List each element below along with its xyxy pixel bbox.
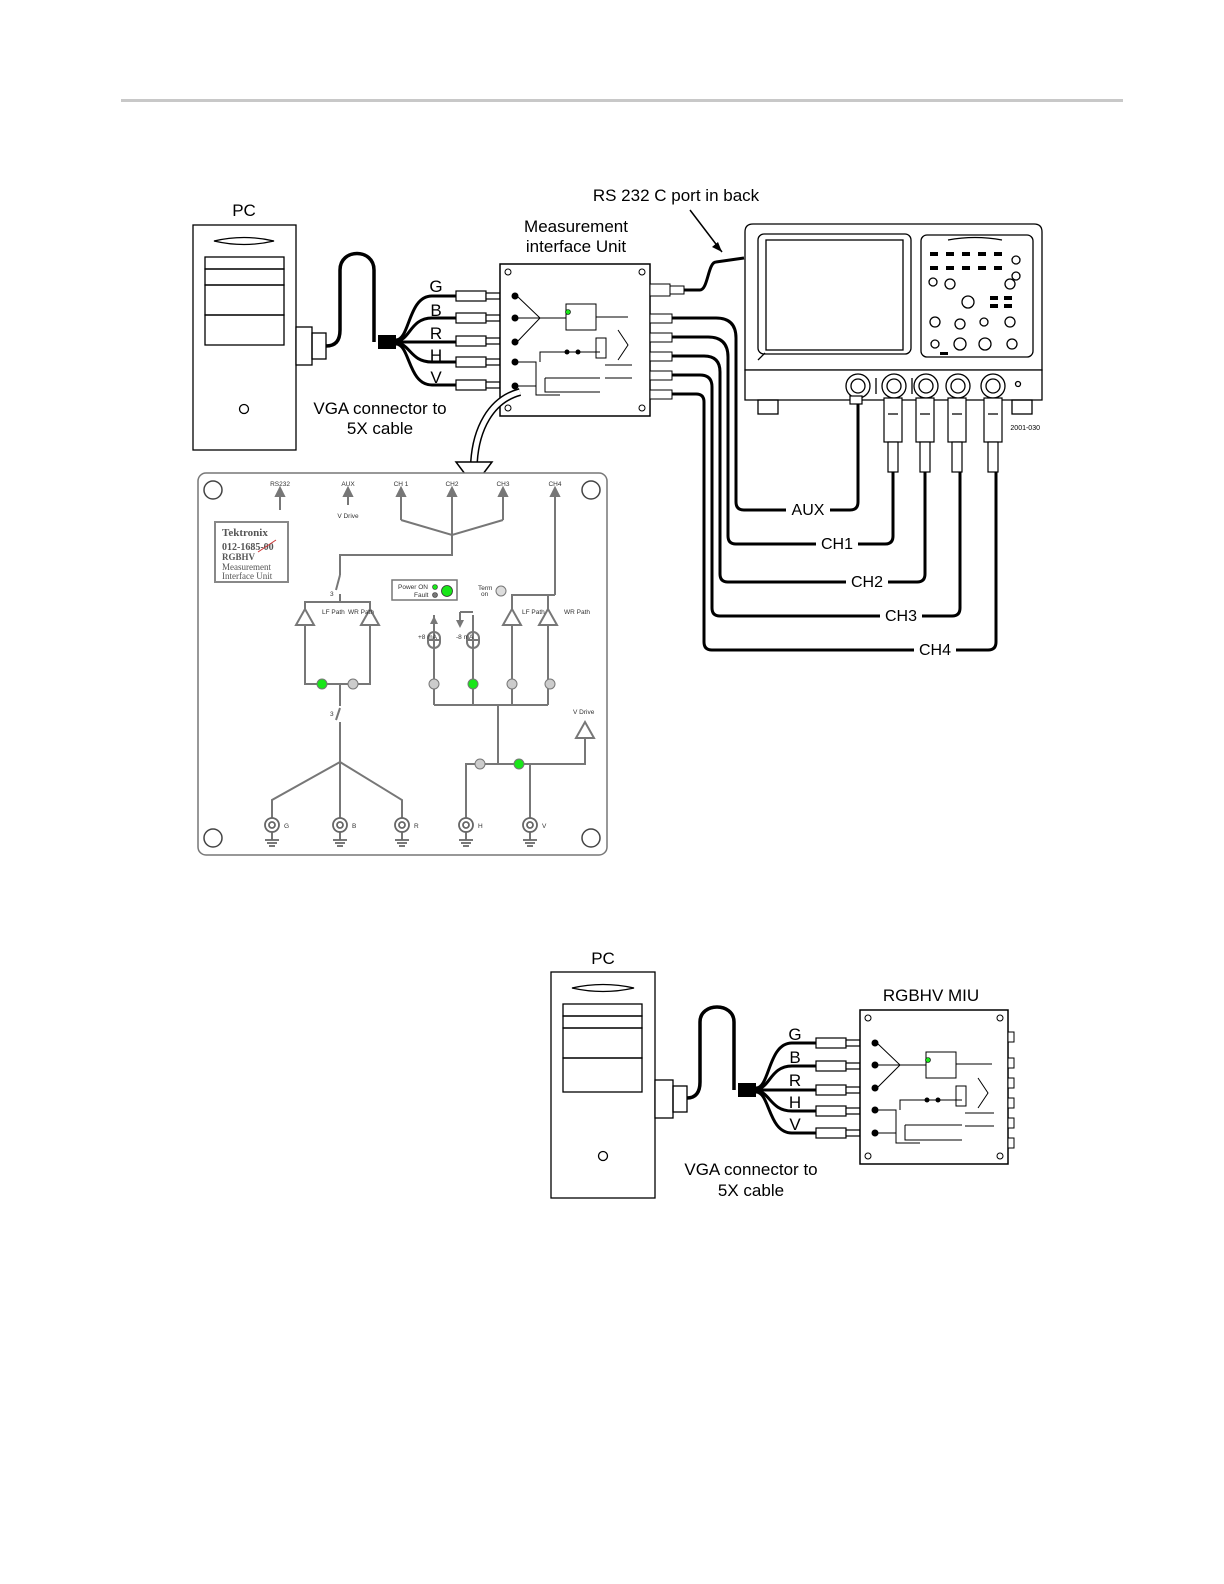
fault-label: Fault [414, 592, 429, 599]
pc-cable-2 [686, 1005, 736, 1100]
rs232-cable [684, 256, 745, 292]
channel-label-ch2: CH2 [851, 574, 883, 591]
connector-label-g: G [284, 823, 289, 830]
port-label-ch1: CH 1 [394, 481, 409, 488]
pc-label: PC [232, 201, 256, 220]
pc-cable [325, 251, 376, 348]
miu-unit [499, 263, 685, 417]
connector-label-h: H [478, 823, 483, 830]
term-label: Term [478, 585, 492, 592]
signal-label-r: R [430, 324, 442, 343]
board-bottom-connectors: G B R H V [284, 823, 547, 830]
channel-labels: AUX CH1 CH2 CH3 CH4 [786, 498, 956, 660]
connector-label-r: R [414, 823, 419, 830]
lf-path-label-left: LF Path [322, 609, 345, 616]
connector-label-b: B [352, 823, 356, 830]
term-sub-label: on [481, 591, 489, 598]
wr-path-label-left: WR Path [348, 609, 374, 616]
v-drive-top-label: V Drive [337, 513, 359, 520]
brand-model: RGBHV [222, 552, 256, 562]
power-on-label: Power ON [398, 584, 428, 591]
port-label-ch4: CH4 [548, 481, 561, 488]
signal-labels: G B R H V [429, 277, 442, 387]
channel-cables [672, 316, 998, 652]
power-indicator: Power ON Fault [391, 579, 458, 601]
channel-label-ch4: CH4 [919, 642, 951, 659]
signal2-label-b: B [789, 1048, 800, 1067]
signal2-label-h: H [789, 1093, 801, 1112]
brand-label: Tektronix 012-1685-00 RGBHV Measurement … [214, 521, 289, 583]
channel-label-ch3: CH3 [885, 608, 917, 625]
channel-label-aux: AUX [792, 502, 825, 519]
board-top-ports: RS232 AUX CH 1 CH2 CH3 CH4 V Drive [270, 481, 562, 520]
rs232-label: RS 232 C port in back [593, 186, 760, 205]
port-label-rs232: RS232 [270, 481, 290, 488]
vga-connector-2 [738, 1083, 756, 1097]
cable-label-line-2: 5X cable [347, 419, 413, 438]
miu-label-line-1: Measurement [524, 217, 628, 236]
signal2-label-g: G [788, 1025, 801, 1044]
wr-path-label-right: WR Path [564, 609, 590, 616]
signal-label-b: B [430, 301, 441, 320]
fanout-cables-2 [755, 1041, 816, 1135]
callout-arrow-body [471, 389, 521, 463]
switch-mark-lower: 3 [330, 711, 334, 718]
plus-8ma-label: +8 mA [418, 634, 438, 641]
switch-mark-upper: 3 [330, 591, 334, 598]
port-label-aux: AUX [341, 481, 355, 488]
rs232-arrowhead [712, 242, 722, 252]
port-label-ch3: CH3 [496, 481, 509, 488]
port-label-ch2: CH2 [445, 481, 458, 488]
vga-connector [378, 335, 396, 349]
signal-label-v: V [430, 368, 442, 387]
brand-part-number: 012-1685-00 [222, 542, 274, 553]
signal-labels-2: G B R H V [788, 1025, 801, 1134]
pc-tower [192, 224, 327, 451]
header-rule [121, 99, 1123, 102]
cable-label-2-line-2: 5X cable [718, 1181, 784, 1200]
brand-desc-1: Measurement [222, 562, 271, 572]
v-drive-right-label: V Drive [573, 709, 595, 716]
brand-desc-2: Interface Unit [222, 571, 273, 581]
oscilloscope [744, 223, 1043, 415]
miu-label-line-2: interface Unit [526, 237, 626, 256]
miu-board-detail: RS232 AUX CH 1 CH2 CH3 CH4 V Drive Tektr… [197, 472, 608, 856]
signal-label-g: G [429, 277, 442, 296]
connector-label-v: V [542, 823, 547, 830]
fanout-cables [395, 294, 456, 387]
term-led [495, 585, 507, 597]
minus-8ma-label: -8 mA [456, 634, 474, 641]
pc-label-2: PC [591, 949, 615, 968]
signal2-label-v: V [789, 1115, 801, 1134]
fanout-plugs-2 [815, 1037, 861, 1139]
scope-probes [849, 395, 1003, 473]
miu-unit-2 [859, 1009, 1015, 1165]
scope-figure-id: 2001-030 [1010, 425, 1040, 432]
brand-name: Tektronix [222, 527, 268, 539]
figure-2: PC G B R H V VGA connector to 5X cable [550, 949, 1015, 1200]
signal2-label-r: R [789, 1071, 801, 1090]
fanout-plugs [455, 290, 501, 391]
figure-1: PC G B R H V VGA connector to 5X cable [192, 186, 1043, 660]
lf-path-label-right: LF Path [522, 609, 545, 616]
channel-label-ch1: CH1 [821, 536, 853, 553]
signal-label-h: H [430, 346, 442, 365]
cable-label-line-1: VGA connector to [313, 399, 446, 418]
pc-tower-2 [550, 971, 688, 1199]
cable-label-2-line-1: VGA connector to [684, 1160, 817, 1179]
miu-label-2: RGBHV MIU [883, 986, 979, 1005]
